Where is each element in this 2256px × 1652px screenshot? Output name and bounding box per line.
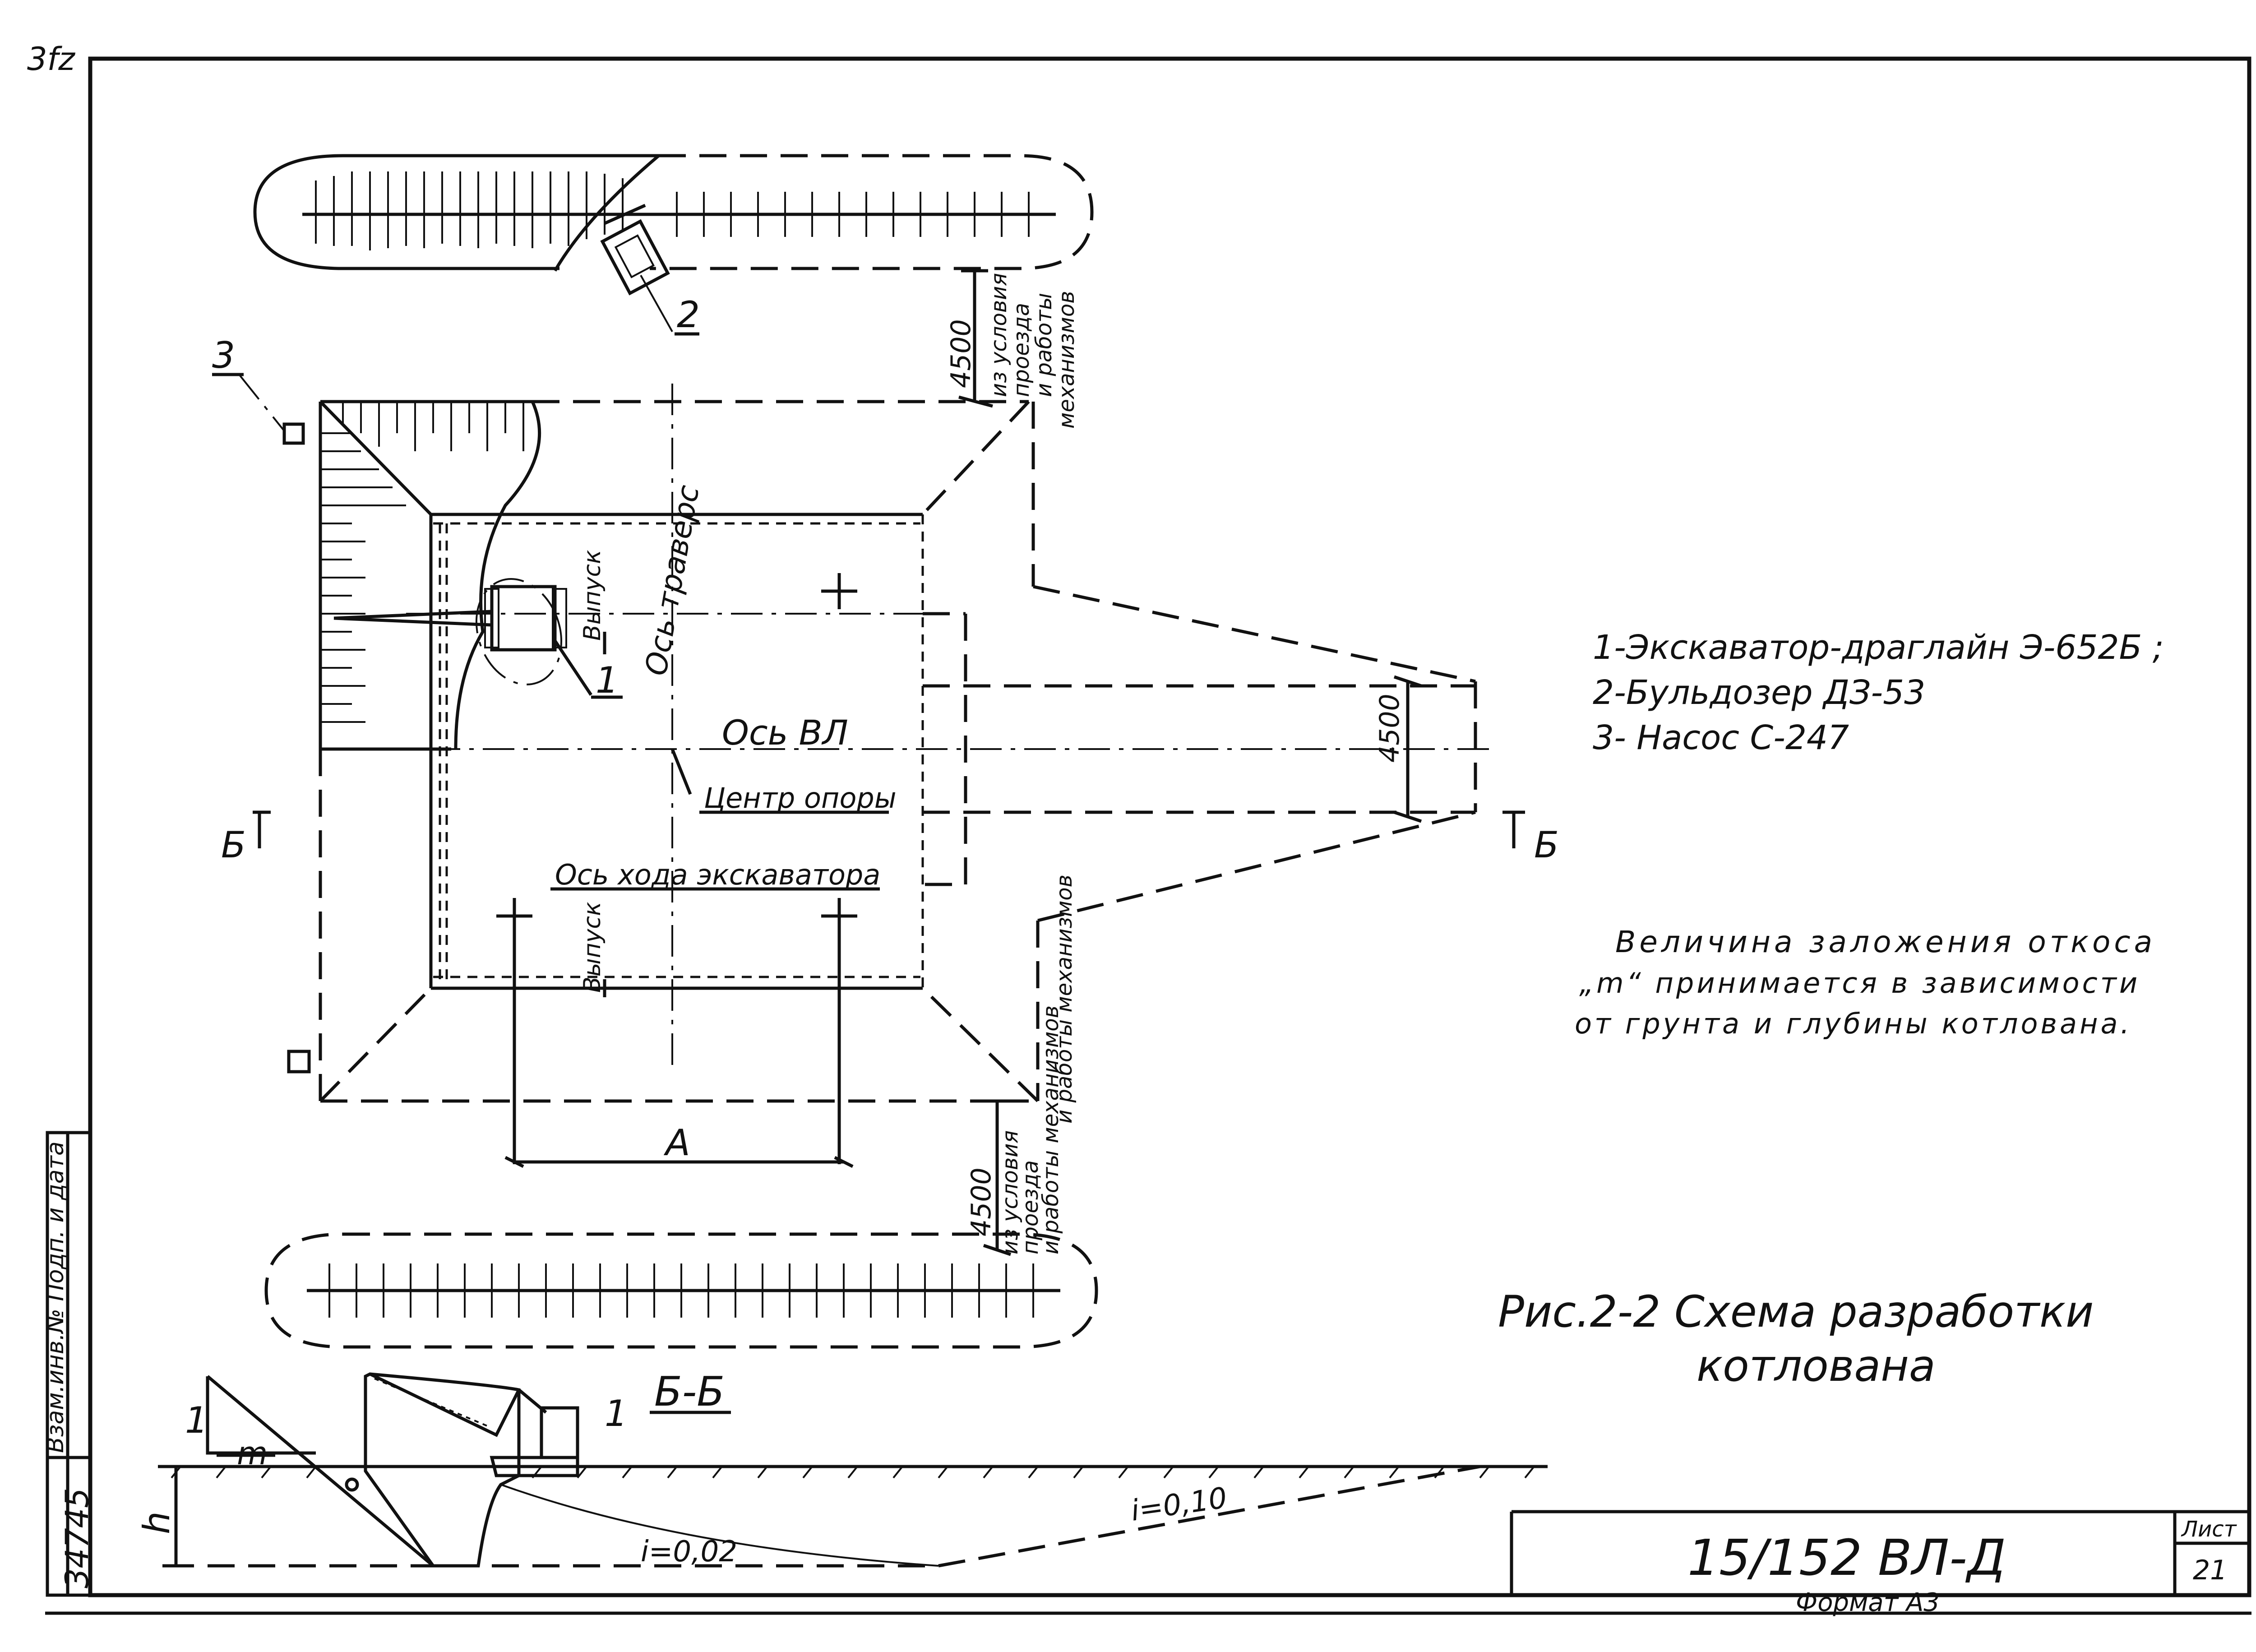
label-num-2: 2 bbox=[677, 294, 700, 336]
section-marker-left: Б bbox=[221, 810, 271, 866]
sheet-frame bbox=[45, 56, 2251, 1615]
slope-hatching-left bbox=[320, 432, 406, 723]
note-line-3: от грунта и глубины котлована. bbox=[1575, 1007, 2132, 1040]
otvol-label-bottom: Выпуск bbox=[579, 902, 606, 993]
excavator-path-label: Ось хода экскаватора bbox=[555, 858, 880, 891]
corner-mark: 3fz bbox=[27, 41, 76, 78]
grade-i1: i=0,02 bbox=[641, 1535, 737, 1569]
legend: 1-Экскаватор-драглайн Э-652Б ; 2-Бульдоз… bbox=[1593, 628, 2164, 757]
heap-top-ticks bbox=[315, 171, 1030, 250]
excavator-plan-icon bbox=[333, 578, 567, 685]
format-label: Формат А3 bbox=[1796, 1588, 1940, 1617]
note-line-1: Величина заложения откоса bbox=[1615, 925, 2156, 959]
section-h: h bbox=[136, 1511, 178, 1534]
doc-code: 15/152 ВЛ-Д bbox=[1687, 1529, 2006, 1587]
access-ramp bbox=[923, 585, 1477, 922]
legend-item-1: 1-Экскаватор-драглайн Э-652Б ; bbox=[1593, 628, 2164, 667]
dim-4500-top: 4500 bbox=[945, 269, 993, 408]
grade-i2: i=0,10 bbox=[1129, 1481, 1229, 1528]
slope-hatching-top bbox=[342, 402, 524, 451]
dim-a-text: A bbox=[663, 1122, 690, 1164]
sheet-label: Лист bbox=[2181, 1517, 2238, 1542]
dim-4500-mid: 4500 bbox=[1374, 675, 1422, 823]
margin-stamp: 34745 Взам.инв.№ Подп. и дата bbox=[42, 1131, 96, 1597]
note-text: Величина заложения откоса „m“ принимаетс… bbox=[1575, 925, 2156, 1040]
label-num-1: 1 bbox=[596, 659, 619, 701]
dim-4500-top-text: 4500 bbox=[945, 319, 977, 388]
bulldozer-icon bbox=[600, 204, 670, 296]
caption-line-2: котлована bbox=[1697, 1341, 1936, 1391]
figure-caption: Рис.2-2 Схема разработки котлована bbox=[1498, 1286, 2094, 1391]
dim-a: A bbox=[504, 1122, 854, 1168]
pump-position-2 bbox=[287, 1050, 311, 1074]
note-line-2: „m“ принимается в зависимости bbox=[1579, 967, 2140, 1000]
margin-vertical-text: Взам.инв.№ Подп. и дата bbox=[42, 1141, 69, 1453]
section-bb: Б-Б 1 m h i=0,02 i=0,10 1 bbox=[136, 1368, 1548, 1569]
cond-top-line-4: механизмов bbox=[1054, 291, 1079, 429]
sheet-number: 21 bbox=[2193, 1555, 2227, 1586]
excavated-area-boundary bbox=[454, 401, 541, 750]
ground-hatch bbox=[171, 1466, 1535, 1479]
slope-1-right: 1 bbox=[605, 1393, 628, 1435]
cond-bottom-line-2: проезда bbox=[1018, 1160, 1043, 1254]
section-b-left-label: Б bbox=[221, 824, 246, 866]
title-block: 15/152 ВЛ-Д Лист 21 Формат А3 bbox=[1510, 1510, 2249, 1617]
axis-traverse-label: Ось траверс bbox=[638, 482, 706, 678]
axis-vl-label: Ось ВЛ bbox=[722, 713, 848, 753]
support-crosses bbox=[496, 573, 857, 1164]
dim-4500-bottom-text: 4500 bbox=[966, 1167, 997, 1236]
slope-1-left: 1 bbox=[185, 1399, 208, 1441]
legend-item-3: 3- Насос С-247 bbox=[1593, 718, 1849, 757]
otvol-label-top: Выпуск bbox=[579, 550, 606, 641]
slope-m: m bbox=[237, 1435, 268, 1472]
label-num-3: 3 bbox=[212, 334, 235, 376]
cond-top-line-3: и работы bbox=[1031, 293, 1057, 397]
legend-item-2: 2-Бульдозер ДЗ-53 bbox=[1593, 673, 1925, 712]
pump-icon bbox=[282, 422, 305, 445]
spoil-heap-bottom bbox=[264, 1232, 1098, 1349]
section-b-right-label: Б bbox=[1534, 824, 1559, 866]
section-bb-title: Б-Б bbox=[654, 1368, 725, 1416]
condition-text-right: и работы механизмов bbox=[1052, 875, 1077, 1124]
pit-outer-contour bbox=[319, 400, 1040, 1103]
dim-4500-mid-text: 4500 bbox=[1374, 694, 1405, 763]
section-marker-right: Б bbox=[1502, 810, 1559, 866]
heap-bottom-ticks bbox=[328, 1263, 1034, 1318]
spoil-heap-top bbox=[253, 154, 1094, 272]
cond-top-line-2: проезда bbox=[1009, 303, 1034, 397]
caption-line-1: Рис.2-2 Схема разработки bbox=[1498, 1286, 2094, 1337]
cond-top-line-1: из условия bbox=[986, 273, 1012, 397]
support-center-label: Центр опоры bbox=[704, 782, 897, 814]
condition-text-top: из условия проезда и работы механизмов bbox=[986, 273, 1079, 429]
cond-bottom-line-3: и работы механизмов bbox=[1038, 1005, 1063, 1254]
margin-inv-number: 34745 bbox=[59, 1488, 96, 1588]
